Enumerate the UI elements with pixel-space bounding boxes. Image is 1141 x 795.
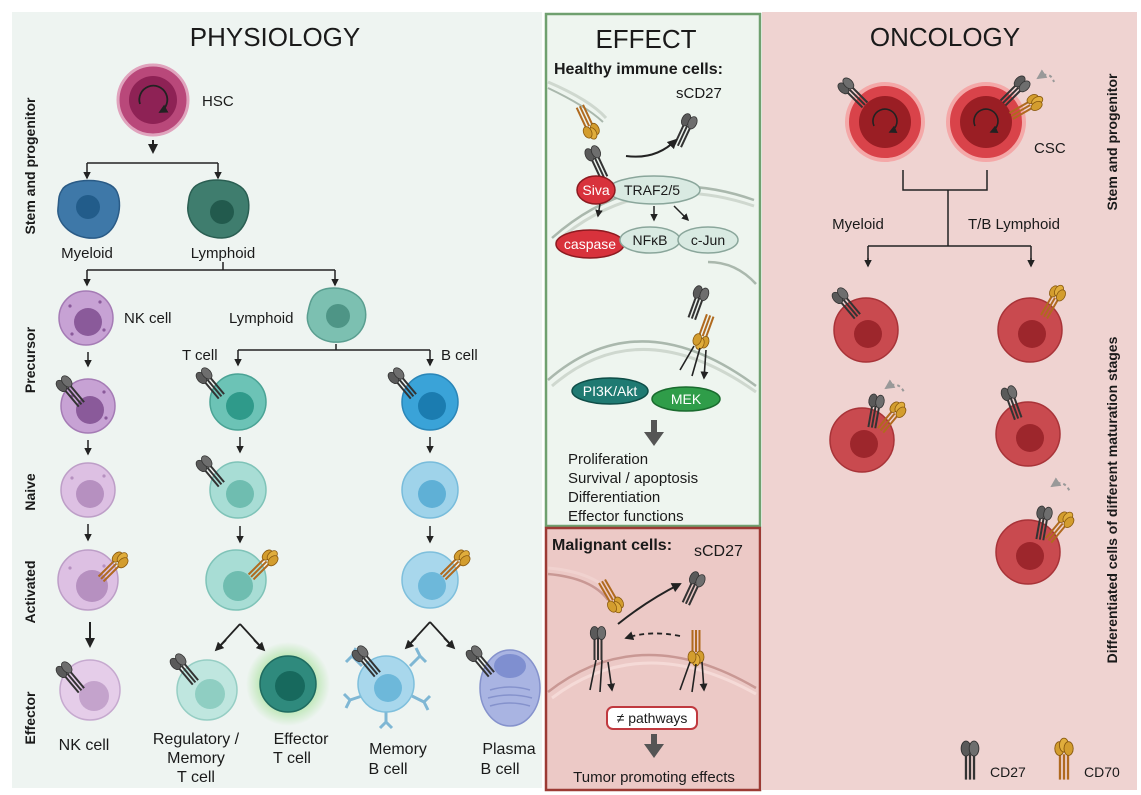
effector-t-cell [246,642,330,726]
malignant-heading: Malignant cells: [552,537,672,554]
myeloid-cell [57,179,121,239]
nfkb-label: NFκB [633,232,668,248]
regulatory-label-1: Regulatory / [153,731,240,748]
nk-precursor-cell [58,290,114,346]
t-activated-cell [205,544,284,611]
oncology-panel [762,12,1137,790]
legend-cd27-label: CD27 [990,764,1026,780]
plasma-b-cell [462,642,541,727]
memory-b-cell [342,642,432,730]
outcome-1: Proliferation [568,451,648,468]
t-naive-cell [192,452,267,519]
tb-split [237,344,431,362]
tumor-effects-label: Tumor promoting effects [573,769,735,786]
nk-cell-label: NK cell [59,737,110,754]
oncology-title: ONCOLOGY [870,22,1020,52]
lymphoid-label-2: Lymphoid [229,310,293,327]
b-cell-label: B cell [441,347,478,364]
physiology-title: PHYSIOLOGY [190,22,361,52]
scd27-bottom-label: sCD27 [694,543,743,560]
csc-label: CSC [1034,140,1066,157]
nk-naive-cell [60,462,116,518]
nk-cell-precursor-label: NK cell [124,310,172,327]
regulatory-label-2: Memory [167,750,225,767]
pi3k-label: PI3K/Akt [583,383,638,399]
outcome-2: Survival / apoptosis [568,470,698,487]
lymphoid-cell-2 [306,287,367,343]
effect-panel [544,12,762,528]
caspase-label: caspase [564,236,616,252]
myeloid-label: Myeloid [61,245,113,262]
b-precursor-cell [384,364,459,431]
tumor-cell-1 [828,284,899,363]
memory-b-label-2: B cell [368,761,407,778]
tumor-cell-5 [995,477,1079,585]
healthy-heading: Healthy immune cells: [554,61,723,78]
regulatory-t-cell [166,650,238,721]
hsc-cell [116,63,190,137]
oncology-tb-lymphoid-label: T/B Lymphoid [968,216,1060,233]
siva-label: Siva [582,182,609,198]
effector-label-1: Effector [274,731,330,748]
malignant-signaling-diagram [547,566,757,758]
healthy-signaling-diagram [547,80,755,259]
outcome-4: Effector functions [568,508,684,525]
plasma-label-1: Plasma [482,741,535,758]
tumor-cell-3 [829,379,911,473]
plasma-label-2: B cell [480,761,519,778]
row-label-precursor: Precursor [22,326,38,393]
t-precursor-cell [192,364,267,431]
b-activated-cell [401,544,476,609]
row-label-effector: Effector [22,691,38,744]
outcome-3: Differentiation [568,489,660,506]
csc-cell-2 [946,69,1055,162]
lymphoid-label-1: Lymphoid [191,245,255,262]
lymphoid-cell-1 [187,179,250,239]
tumor-cell-4 [995,383,1061,467]
tumor-cell-2 [997,280,1070,363]
hsc-label: HSC [202,93,234,110]
row-label-activated: Activated [22,560,38,623]
regulatory-label-3: T cell [177,769,215,786]
oncology-differentiated-label: Differentiated cells of different matura… [1104,336,1120,663]
oncology-stem-label: Stem and progenitor [1104,73,1120,210]
t-cell-label: T cell [182,347,218,364]
nk-effector-cell [52,658,121,721]
pathways-label: ≠ pathways [617,710,688,726]
nk-activated-cell [57,546,134,611]
mek-label: MEK [671,391,702,407]
lymphoid-split [86,262,336,283]
nk-precursor-cd27-cell [52,372,116,434]
scd27-top-label: sCD27 [676,85,722,102]
b-naive-cell [401,461,459,519]
row-label-stem: Stem and progenitor [22,97,38,234]
legend-cd70-label: CD70 [1084,764,1120,780]
cjun-label: c-Jun [691,232,725,248]
pi3k-signaling-diagram [547,260,757,446]
oncology-branch [867,170,1032,262]
traf-label: TRAF2/5 [624,182,680,198]
effect-title: EFFECT [595,24,696,54]
oncology-myeloid-label: Myeloid [832,216,884,233]
row-label-naive: Naive [22,473,38,511]
effector-label-2: T cell [273,750,311,767]
memory-b-label-1: Memory [369,741,427,758]
csc-cell-1 [834,74,925,162]
